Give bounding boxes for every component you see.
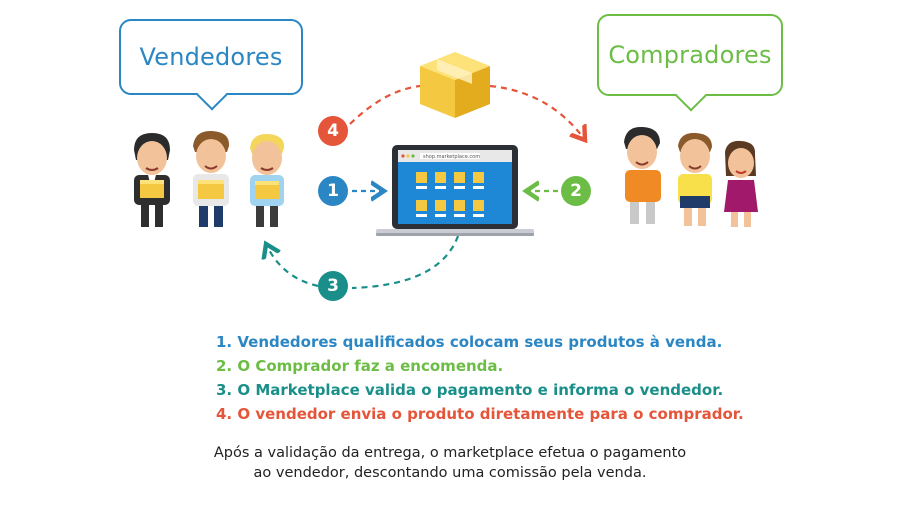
step-4-text: 4. O vendedor envia o produto diretament… bbox=[216, 405, 744, 423]
step3-badge: 3 bbox=[318, 271, 348, 301]
seller-figure-3 bbox=[250, 133, 285, 227]
buyer-figure-3 bbox=[724, 140, 758, 227]
buyers-label: Compradores bbox=[608, 41, 772, 69]
payment-note: Após a validação da entrega, o marketpla… bbox=[190, 443, 710, 483]
buyer-figure-2 bbox=[678, 132, 712, 226]
arrow-step3 bbox=[266, 235, 460, 290]
package-icon bbox=[420, 52, 490, 118]
seller-figure-1 bbox=[134, 133, 170, 227]
seller-figure-2 bbox=[193, 130, 230, 227]
laptop-icon: shop.marketplace.com bbox=[376, 145, 534, 236]
step2-badge: 2 bbox=[561, 176, 591, 206]
step-2-text: 2. O Comprador faz a encomenda. bbox=[216, 357, 504, 375]
sellers-bubble: Vendedores bbox=[119, 19, 303, 111]
step-1-text: 1. Vendedores qualificados colocam seus … bbox=[216, 333, 723, 351]
step4-badge: 4 bbox=[318, 116, 348, 146]
sellers-label: Vendedores bbox=[139, 43, 283, 71]
payment-note-line2: ao vendedor, descontando uma comissão pe… bbox=[253, 465, 647, 481]
steps-list: 1. Vendedores qualificados colocam seus … bbox=[216, 330, 776, 426]
arrow-step4 bbox=[349, 84, 585, 140]
step1-badge: 1 bbox=[318, 176, 348, 206]
laptop-product-grid bbox=[416, 172, 484, 217]
laptop-url: shop.marketplace.com bbox=[423, 154, 480, 160]
payment-note-line1: Após a validação da entrega, o marketpla… bbox=[213, 445, 687, 461]
buyers-bubble: Compradores bbox=[597, 14, 783, 112]
step-3-text: 3. O Marketplace valida o pagamento e in… bbox=[216, 381, 724, 399]
buyer-figure-1 bbox=[624, 126, 661, 224]
